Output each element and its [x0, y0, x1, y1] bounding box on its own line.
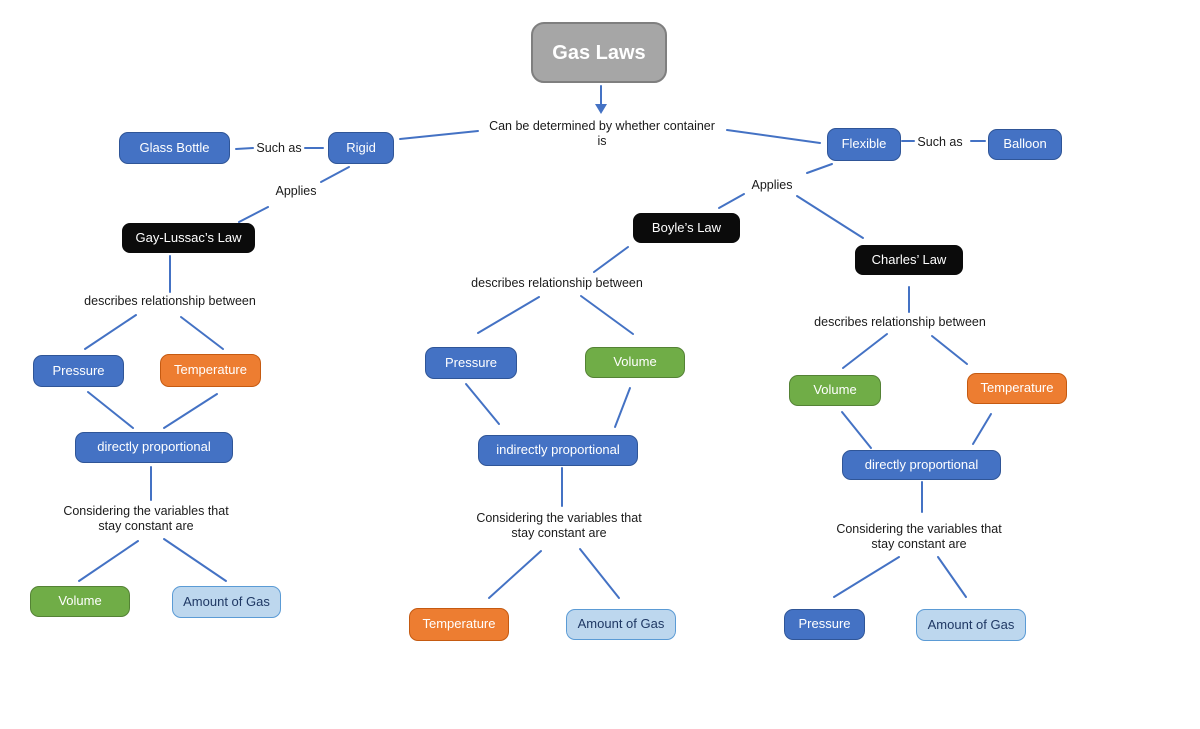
- edge-describes-volume-middle: [580, 295, 634, 335]
- edge-considering-amount-right: [937, 556, 967, 598]
- node-boyles-law: Boyle’s Law: [633, 213, 740, 243]
- edge-pressure-directly-left: [87, 391, 134, 429]
- node-gay-lussacs-law: Gay-Lussac’s Law: [122, 223, 255, 253]
- edge-label-describes-right: describes relationship between: [814, 315, 986, 329]
- edge-label-describes-left: describes relationship between: [84, 294, 256, 308]
- edge-considering-temperature-middle: [488, 550, 542, 599]
- edge-considering-amount-left: [163, 538, 227, 582]
- edge-label-considering-right: Considering the variables that stay cons…: [836, 522, 1002, 551]
- edge-boyles-describes: [593, 246, 629, 273]
- edge-label-considering-middle: Considering the variables that stay cons…: [476, 511, 642, 540]
- edge-describes-pressure-middle: [477, 296, 540, 334]
- node-indirectly-proportional-middle: indirectly proportional: [478, 435, 638, 466]
- edge-pressure-indirectly-middle: [465, 383, 500, 425]
- edge-temperature-directly-left: [163, 393, 218, 429]
- node-directly-proportional-right: directly proportional: [842, 450, 1001, 480]
- node-pressure-left: Pressure: [33, 355, 124, 387]
- edge-flexible-applies: [806, 163, 833, 174]
- edge-label-such-as-right: Such as: [917, 135, 963, 149]
- node-rigid: Rigid: [328, 132, 394, 164]
- node-pressure-middle: Pressure: [425, 347, 517, 379]
- edge-rigid-applies: [320, 166, 350, 183]
- node-directly-proportional-left: directly proportional: [75, 432, 233, 463]
- edge-volume-directly-right: [841, 411, 872, 449]
- node-amount-of-gas-right: Amount of Gas: [916, 609, 1026, 641]
- edge-applies-charles: [796, 195, 864, 239]
- node-volume-left: Volume: [30, 586, 130, 617]
- edge-label-describes-middle: describes relationship between: [471, 276, 643, 290]
- edge-determined-rigid: [399, 130, 479, 140]
- node-temperature-middle: Temperature: [409, 608, 509, 641]
- edge-applies-boyles: [718, 193, 745, 209]
- edge-describes-volume-right: [842, 333, 888, 369]
- edge-considering-volume-left: [78, 540, 139, 582]
- edge-label-considering-left: Considering the variables that stay cons…: [63, 504, 229, 533]
- node-volume-middle: Volume: [585, 347, 685, 378]
- edge-label-determined-by: Can be determined by whether container i…: [489, 119, 715, 148]
- edge-label-applies-right: Applies: [751, 178, 793, 192]
- edge-describes-temperature-right: [931, 335, 968, 365]
- node-balloon: Balloon: [988, 129, 1062, 160]
- edge-temperature-directly-right: [972, 413, 992, 445]
- arrowhead-icon: [595, 104, 607, 114]
- node-pressure-right: Pressure: [784, 609, 865, 640]
- node-temperature-right: Temperature: [967, 373, 1067, 404]
- node-volume-right: Volume: [789, 375, 881, 406]
- edge-considering-amount-middle: [579, 548, 620, 599]
- edge-describes-temperature-left: [180, 316, 224, 350]
- node-temperature-left: Temperature: [160, 354, 261, 387]
- node-amount-of-gas-left: Amount of Gas: [172, 586, 281, 618]
- node-charles-law: Charles’ Law: [855, 245, 963, 275]
- edge-applies-gaylussac: [238, 206, 269, 223]
- edge-determined-flexible: [726, 129, 821, 144]
- node-amount-of-gas-middle: Amount of Gas: [566, 609, 676, 640]
- edge-considering-pressure-right: [833, 556, 900, 598]
- edge-glassbottle-suchas: [235, 147, 254, 150]
- edge-label-such-as-left: Such as: [256, 141, 302, 155]
- node-flexible: Flexible: [827, 128, 901, 161]
- node-gas-laws: Gas Laws: [531, 22, 667, 83]
- edge-label-applies-left: Applies: [275, 184, 317, 198]
- node-glass-bottle: Glass Bottle: [119, 132, 230, 164]
- edge-describes-pressure-left: [84, 314, 137, 350]
- edge-volume-indirectly-middle: [614, 387, 631, 428]
